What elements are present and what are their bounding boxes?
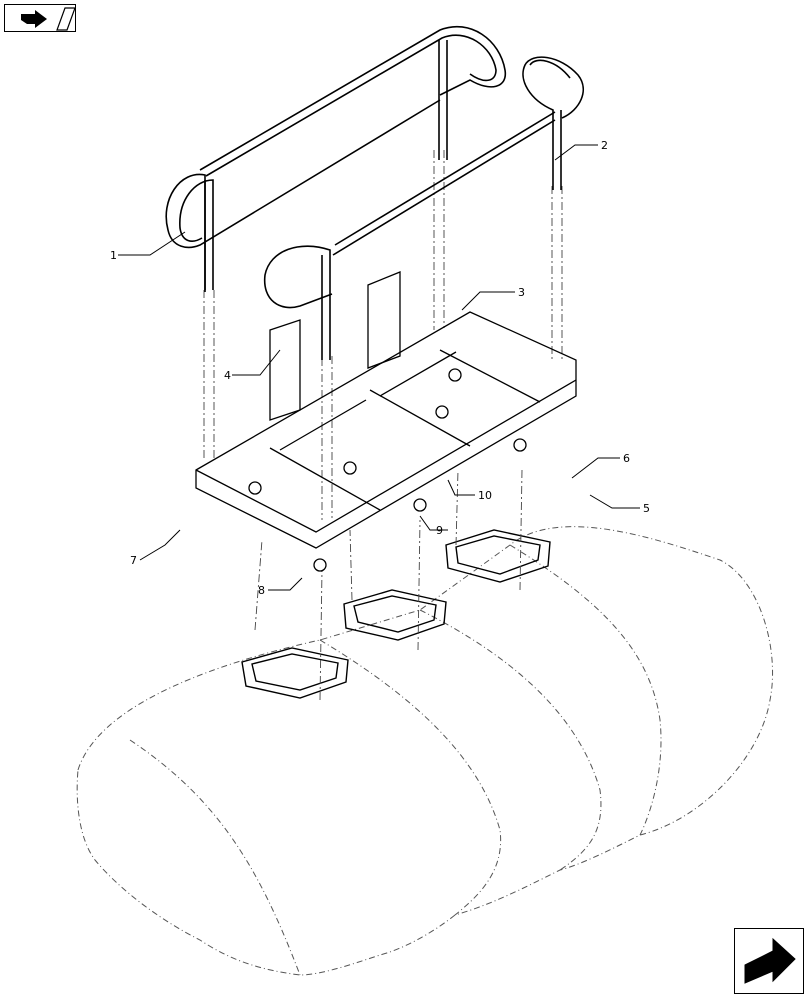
callout-6: 6: [623, 452, 630, 465]
callout-2: 2: [601, 139, 608, 152]
callout-leaders: [118, 144, 640, 591]
callout-10: 10: [478, 489, 492, 502]
back-arrow-icon: [21, 7, 76, 31]
callout-1: 1: [110, 249, 117, 262]
callout-4: 4: [224, 369, 231, 382]
handrail-right: [332, 56, 584, 256]
floor-panel: [195, 271, 577, 572]
callout-9: 9: [436, 524, 443, 537]
handrail-left: [165, 25, 506, 360]
tank-outline: [76, 526, 774, 976]
assembly-lines: [203, 150, 563, 701]
next-page-button[interactable]: [734, 928, 804, 994]
callout-5: 5: [643, 502, 650, 515]
previous-page-button[interactable]: [4, 4, 76, 32]
next-arrow-icon: [744, 937, 796, 984]
callout-3: 3: [518, 286, 525, 299]
callout-7: 7: [130, 554, 137, 567]
callout-labels: 1 2 3 4 5 6 7 8 9 10: [110, 139, 650, 597]
callout-8: 8: [258, 584, 265, 597]
hatch-frames: [241, 529, 551, 699]
